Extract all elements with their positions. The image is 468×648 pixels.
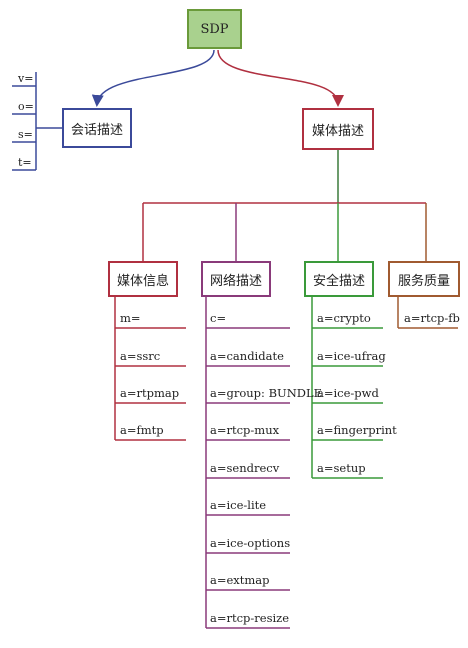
qos-item: a=rtcp-fb bbox=[404, 311, 460, 325]
session-label: 会话描述 bbox=[70, 122, 123, 138]
security-item: a=ice-ufrag bbox=[317, 349, 386, 363]
media-info-item: a=ssrc bbox=[120, 349, 161, 363]
col-qos-lines bbox=[397, 297, 458, 329]
network-item: c= bbox=[210, 311, 227, 325]
network-item: a=ice-lite bbox=[210, 498, 267, 512]
media-description-node: 媒体描述 bbox=[302, 108, 374, 150]
category-media-info-node: 媒体信息 bbox=[108, 261, 178, 297]
network-item: a=candidate bbox=[210, 349, 284, 363]
network-item: a=rtcp-resize bbox=[210, 611, 290, 625]
network-item: a=ice-options bbox=[210, 536, 291, 550]
category-label: 媒体信息 bbox=[116, 273, 169, 289]
category-label: 服务质量 bbox=[397, 273, 450, 289]
col-media-info-lines bbox=[114, 297, 186, 441]
col-security-lines bbox=[311, 297, 383, 479]
security-item: a=ice-pwd bbox=[317, 386, 379, 400]
network-item: a=extmap bbox=[210, 573, 270, 587]
session-item-v: v= bbox=[18, 72, 34, 85]
media-info-item: a=rtpmap bbox=[120, 386, 180, 400]
sdp-root-node: SDP bbox=[187, 9, 242, 49]
category-label: 网络描述 bbox=[209, 273, 262, 289]
session-item-o: o= bbox=[18, 100, 34, 113]
category-label: 安全描述 bbox=[312, 273, 365, 289]
network-item: a=sendrecv bbox=[210, 461, 280, 475]
security-item: a=crypto bbox=[317, 311, 371, 325]
session-bracket bbox=[12, 72, 62, 171]
sdp-label: SDP bbox=[200, 21, 229, 37]
media-info-item: m= bbox=[120, 311, 141, 325]
sdp-to-media-arrow bbox=[217, 49, 344, 107]
category-qos-node: 服务质量 bbox=[388, 261, 460, 297]
sdp-to-session-arrow bbox=[91, 49, 215, 107]
security-item: a=fingerprint bbox=[317, 423, 397, 437]
category-network-node: 网络描述 bbox=[201, 261, 271, 297]
col-network-lines bbox=[205, 297, 290, 629]
media-label: 媒体描述 bbox=[311, 123, 364, 139]
media-info-item: a=fmtp bbox=[120, 423, 164, 437]
category-security-node: 安全描述 bbox=[304, 261, 374, 297]
session-item-t: t= bbox=[18, 156, 32, 169]
network-item: a=group: BUNDLE bbox=[210, 386, 323, 400]
session-item-s: s= bbox=[18, 128, 33, 141]
network-item: a=rtcp-mux bbox=[210, 423, 280, 437]
security-item: a=setup bbox=[317, 461, 366, 475]
media-tree-connectors bbox=[142, 150, 427, 261]
session-description-node: 会话描述 bbox=[62, 108, 132, 148]
